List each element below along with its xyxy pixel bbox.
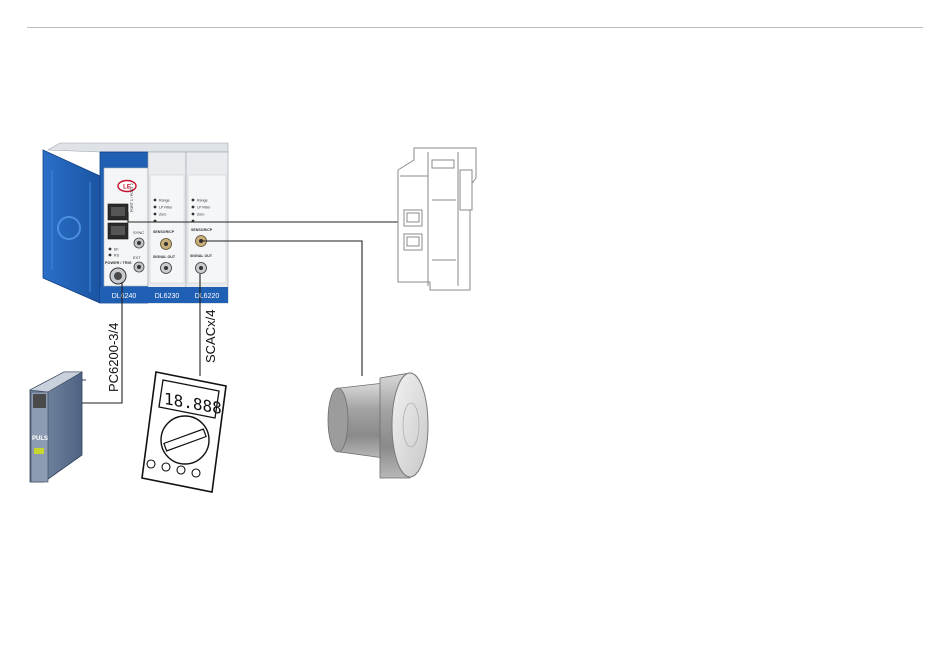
sensor-back <box>328 388 348 452</box>
multimeter-jack-4[interactable] <box>192 469 200 477</box>
plc-ethernet-socket-2 <box>407 237 419 246</box>
module-3-led-range <box>192 199 195 202</box>
module-3-led-filter <box>192 206 195 209</box>
module-3-led-zero <box>192 213 195 216</box>
module-label-1: DL6240 <box>112 293 137 300</box>
led-ef-label: EF <box>114 248 119 252</box>
module-3-sensor-label: SENSOR/CP <box>191 228 213 232</box>
module-label-3: DL6220 <box>195 293 220 300</box>
led-rs-label: RS <box>114 254 120 258</box>
led-ef <box>109 248 112 251</box>
power-trig-label: POWER / TRIG <box>105 261 132 265</box>
port-label: PORT 1 / PORT 2 <box>130 183 134 212</box>
multimeter-jack-1[interactable] <box>147 460 155 468</box>
ext-label: EXT <box>133 255 141 260</box>
module-2-filter-label: LP Filter <box>159 206 173 210</box>
sync-label: SYNC <box>133 230 144 235</box>
psu-brand: PULS <box>32 436 48 442</box>
power-socket-pin <box>114 272 122 280</box>
psu-indicator <box>34 448 44 454</box>
psu-terminals[interactable] <box>33 394 46 408</box>
multimeter-jack-2[interactable] <box>162 463 170 471</box>
ethercat-port-1-socket <box>111 207 125 216</box>
plc-unit <box>398 148 476 290</box>
module-2-led-range <box>154 199 157 202</box>
plc-terminal-block <box>460 170 472 210</box>
module-2-led-filter <box>154 206 157 209</box>
controller-top-face <box>48 143 228 152</box>
multimeter: 18.888 <box>142 372 226 492</box>
module-3-range-label: Range <box>197 199 208 203</box>
signal-cable-label: SCACx/4 <box>203 310 218 363</box>
ext-socket-pin <box>137 265 141 269</box>
module-3-signal-pin <box>199 266 203 270</box>
module-2-range-label: Range <box>159 199 170 203</box>
module-3-filter-label: LP Filter <box>197 206 211 210</box>
led-rs <box>109 254 112 257</box>
module-3-signal-label: SIGNAL OUT <box>190 254 213 258</box>
plc-ethernet-socket-1 <box>407 213 419 222</box>
power-supply: PULS <box>30 372 86 482</box>
module-2-signal-pin <box>164 266 168 270</box>
capacitive-sensor <box>328 373 428 478</box>
module-2-zero-label: Zero <box>159 213 166 217</box>
multimeter-jack-3[interactable] <box>177 466 185 474</box>
module-2-sensor-pin <box>164 242 168 246</box>
sync-socket-pin <box>137 241 141 245</box>
power-cable-label: PC6200-3/4 <box>106 323 121 392</box>
module-2-led-zero <box>154 213 157 216</box>
module-2-sensor-label: SENSOR/CP <box>153 230 175 234</box>
sensor-face <box>392 373 428 477</box>
module-2-signal-label: SIGNAL OUT <box>153 255 176 259</box>
module-3-zero-label: Zero <box>197 213 204 217</box>
ethercat-port-2-socket <box>111 226 125 235</box>
module-label-2: DL6230 <box>155 293 180 300</box>
plc-top-latch <box>432 160 454 168</box>
